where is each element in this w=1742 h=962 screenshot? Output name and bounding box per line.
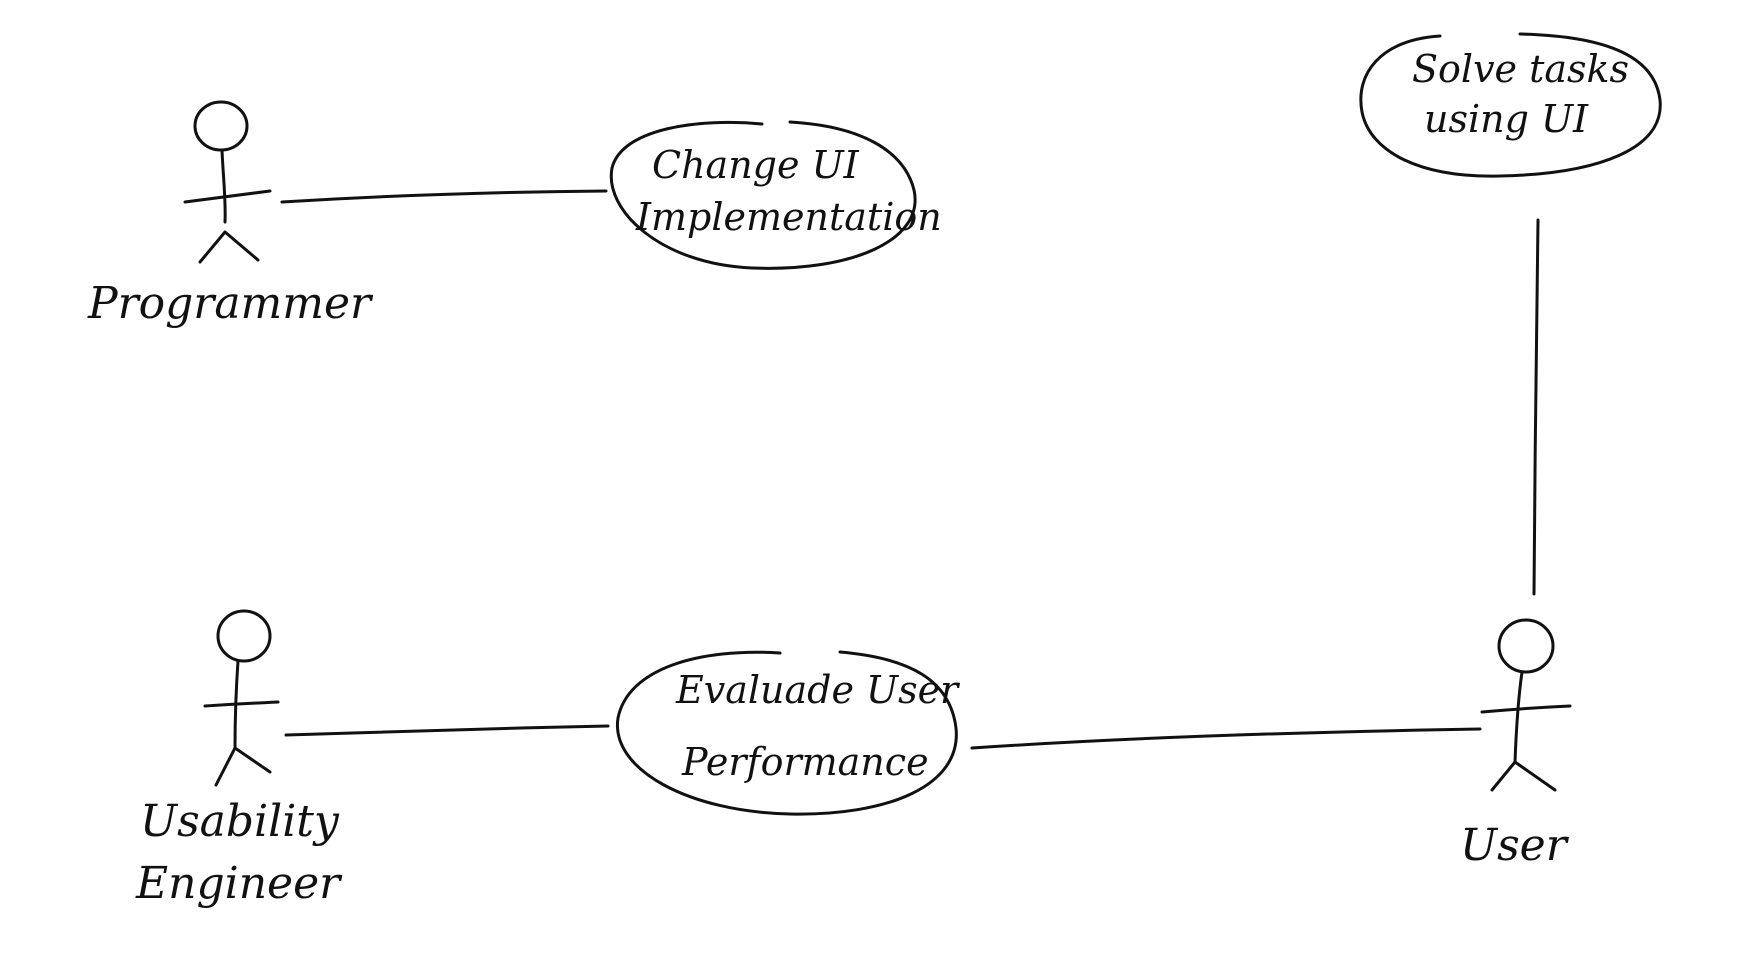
user-body	[1513, 670, 1524, 764]
usability-engineer-legs	[214, 746, 272, 787]
usability-engineer-label-line1: Usability	[140, 796, 340, 847]
use-case-solve-tasks: Solve tasks using UI	[1359, 32, 1662, 178]
programmer-legs	[198, 230, 260, 264]
usability-engineer-head	[216, 609, 272, 663]
actor-usability-engineer: Usability Engineer	[135, 609, 343, 909]
programmer-head	[193, 100, 249, 152]
association-solve-tasks-user	[1532, 218, 1540, 596]
association-engineer-evaluate	[284, 724, 610, 737]
solve-tasks-line1: Solve tasks	[1412, 47, 1629, 91]
use-case-change-ui: Change UI Implementation	[609, 120, 942, 270]
change-ui-ellipse	[609, 120, 917, 270]
use-case-evaluate: Evaluade User Performance	[616, 650, 961, 816]
user-legs	[1490, 760, 1557, 792]
association-evaluate-user	[970, 727, 1482, 750]
solve-tasks-line2: using UI	[1424, 97, 1589, 141]
association-programmer-change-ui	[280, 189, 608, 204]
evaluate-line2: Performance	[681, 740, 929, 784]
programmer-arms	[183, 189, 272, 204]
programmer-label: Programmer	[87, 278, 374, 329]
actor-programmer: Programmer	[87, 100, 374, 329]
usability-engineer-label-line2: Engineer	[135, 858, 343, 909]
usability-engineer-body	[233, 659, 240, 750]
programmer-body	[220, 148, 227, 224]
user-head	[1497, 618, 1555, 674]
actor-user: User	[1460, 618, 1572, 871]
user-label: User	[1460, 820, 1570, 871]
solve-tasks-ellipse	[1359, 32, 1662, 178]
evaluate-ellipse	[616, 650, 958, 816]
change-ui-line1: Change UI	[652, 143, 860, 187]
usability-engineer-arms	[203, 700, 280, 708]
evaluate-line1: Evaluade User	[675, 668, 961, 712]
change-ui-line2: Implementation	[635, 195, 942, 239]
user-arms	[1480, 704, 1572, 714]
